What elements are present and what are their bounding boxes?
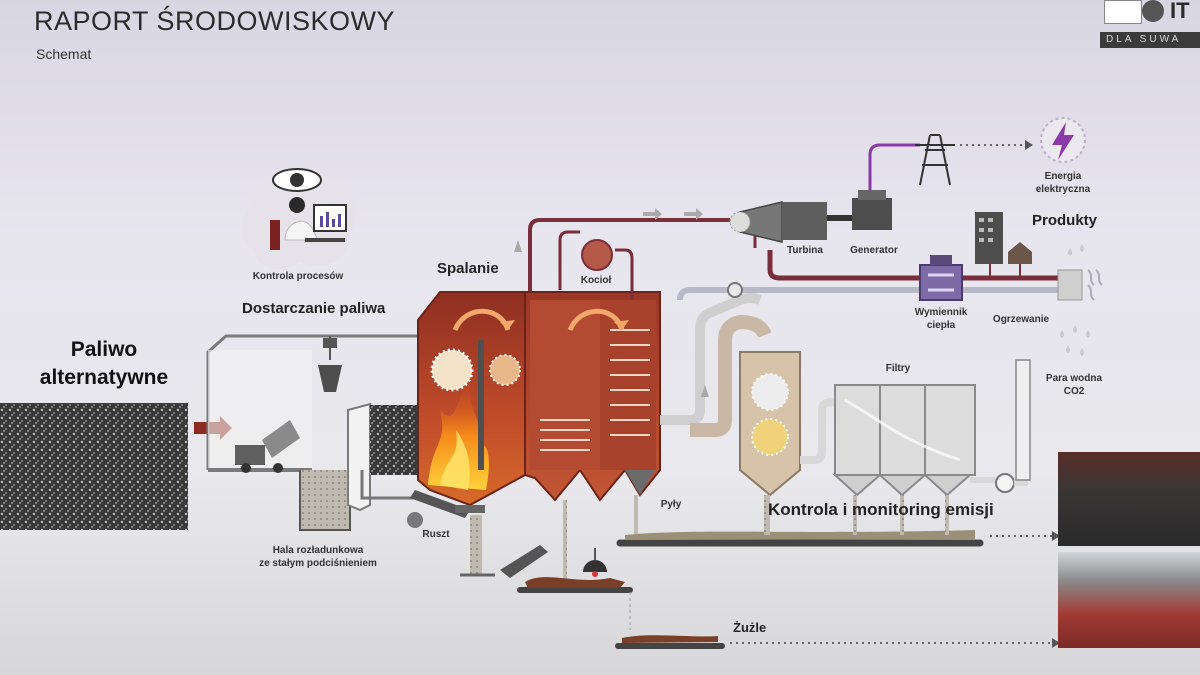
page-title: RAPORT ŚRODOWISKOWY <box>34 6 396 36</box>
company-logo: IT DLA SUWA <box>1098 0 1200 52</box>
road-photo <box>1058 552 1200 648</box>
combustion-label: Spalanie <box>437 260 499 277</box>
boiler-label: Kocioł <box>580 275 612 286</box>
buildings-icon <box>975 212 1032 278</box>
generator <box>827 190 892 230</box>
drum-icon <box>581 239 613 271</box>
stack-photo <box>1058 452 1200 546</box>
waste-photo <box>0 403 188 530</box>
page-subtitle: Schemat <box>36 46 92 62</box>
electric-energy-label: Energia elektryczna <box>1030 170 1096 196</box>
fan-icon <box>995 473 1015 493</box>
bag-filters <box>832 384 976 497</box>
logo-text: IT <box>1170 0 1190 23</box>
crane-grab-icon <box>318 336 342 392</box>
process-control-label: Kontrola procesów <box>252 271 344 282</box>
products-label: Produkty <box>1032 212 1098 229</box>
slag-conveyor <box>615 635 725 649</box>
unloading-hall-label: Hala rozładunkowa ze stałym podciśnienie… <box>240 544 396 570</box>
combustion-sphere <box>430 348 474 392</box>
slag-label: Żużle <box>733 620 767 635</box>
pylon-icon <box>915 134 955 186</box>
ash-conveyor <box>517 577 633 630</box>
operator-icon <box>242 168 356 270</box>
steam-co2-label: Para wodna CO2 <box>1036 372 1112 398</box>
generator-label: Generator <box>850 245 898 256</box>
turbine-label: Turbina <box>787 245 823 256</box>
steam-pipe <box>528 218 730 292</box>
fuel-label: Paliwo alternatywne <box>24 336 184 392</box>
heat-exchanger-label: Wymiennik ciepła <box>900 306 982 332</box>
heat-exchanger <box>919 255 963 301</box>
logo-strip: DLA SUWA <box>1100 32 1200 48</box>
flue-duct <box>660 293 762 425</box>
electric-energy-line1: Energia <box>1044 171 1082 182</box>
power-line <box>868 143 920 190</box>
fuel-delivery-label: Dostarczanie paliwa <box>242 300 386 317</box>
boiler-coils <box>540 329 650 451</box>
stack <box>1015 359 1031 481</box>
water-drops-icon <box>1060 244 1090 356</box>
truck-icon <box>235 420 300 473</box>
unloading-hall-line1: Hala rozładunkowa <box>272 545 364 556</box>
steam-co2-line1: Para wodna <box>1045 373 1103 384</box>
turbine <box>729 201 827 243</box>
fuel-label-line2: alternatywne <box>39 366 169 389</box>
heat-exchanger-line1: Wymiennik <box>914 307 968 318</box>
magnet-icon <box>583 548 607 577</box>
grate-label: Ruszt <box>422 529 450 540</box>
heat-exchanger-line2: ciepła <box>926 320 956 331</box>
fuel-label-line1: Paliwo <box>70 338 138 361</box>
electric-energy-line2: elektryczna <box>1035 184 1091 195</box>
dust-label: Pyły <box>660 499 682 510</box>
steam-co2-line2: CO2 <box>1063 386 1085 397</box>
emission-monitoring-label: Kontrola i monitoring emisji <box>768 500 994 519</box>
filters-label: Filtry <box>885 363 911 374</box>
heat-pipe <box>677 287 1060 301</box>
unloading-hall-line2: ze stałym podciśnieniem <box>259 558 377 569</box>
dust-conveyor <box>616 530 984 547</box>
heating-label: Ogrzewanie <box>992 314 1050 325</box>
